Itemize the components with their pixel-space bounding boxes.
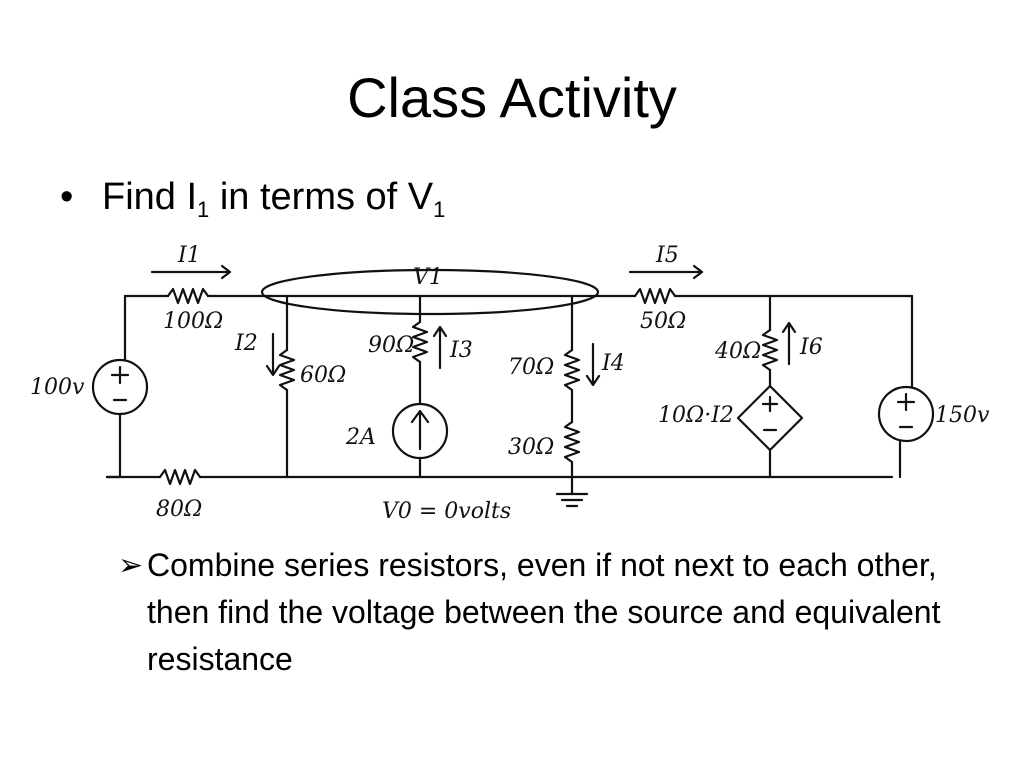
voltage-source-100v xyxy=(91,358,149,416)
arrow-i6 xyxy=(781,321,797,366)
label-i4: I4 xyxy=(601,351,625,376)
label-i1: I1 xyxy=(177,243,201,268)
resistor-30 xyxy=(563,420,581,464)
label-30ohm: 30Ω xyxy=(508,435,554,460)
resistor-50 xyxy=(633,287,677,305)
bullet-item: •Find I1 in terms of V1 xyxy=(60,172,445,235)
label-100ohm: 100Ω xyxy=(163,309,223,334)
label-90ohm: 90Ω xyxy=(368,333,414,358)
label-dependent-source: 10Ω·I2 xyxy=(658,403,734,428)
label-v1: V1 xyxy=(413,265,443,290)
circuit-diagram: I1 V1 I5 100Ω 50Ω I2 60Ω 90Ω I3 70Ω I4 4… xyxy=(30,243,990,524)
dep-plus-sign xyxy=(761,395,779,413)
label-70ohm: 70Ω xyxy=(508,355,554,380)
label-40ohm: 40Ω xyxy=(714,339,761,364)
label-v0: V0 = 0volts xyxy=(382,499,511,524)
sub-bullet-item: ➢ Combine series resistors, even if not … xyxy=(118,542,978,683)
resistor-40 xyxy=(761,328,779,372)
bullet-dot: • xyxy=(60,176,74,218)
wire-150-branch xyxy=(898,294,914,479)
label-60ohm: 60Ω xyxy=(300,363,346,388)
voltage-source-150v xyxy=(877,385,935,443)
bullet-sub-b: 1 xyxy=(433,197,446,222)
label-i6: I6 xyxy=(799,335,823,360)
current-source-arrow xyxy=(410,409,430,451)
slide-title: Class Activity xyxy=(347,66,677,129)
resistor-80 xyxy=(158,468,202,486)
arrow-i4 xyxy=(585,342,601,387)
arrow-i3 xyxy=(432,325,448,370)
label-150v: 150v xyxy=(935,403,990,428)
arrow-bullet-icon: ➢ xyxy=(118,549,144,582)
arrow-i5 xyxy=(628,264,704,280)
arrow-i2 xyxy=(265,332,281,377)
label-i5: I5 xyxy=(655,243,679,268)
dependent-voltage-source xyxy=(736,384,804,452)
plus-sign xyxy=(110,365,130,385)
resistor-100 xyxy=(166,287,210,305)
resistor-60 xyxy=(278,348,296,392)
label-i2: I2 xyxy=(234,331,258,356)
arrow-i1 xyxy=(150,264,232,280)
v1-node-ellipse xyxy=(260,268,600,316)
bullet-text-a: Find I xyxy=(102,176,198,218)
label-i3: I3 xyxy=(449,338,473,363)
plus-sign xyxy=(896,392,916,412)
ground-symbol xyxy=(555,492,589,508)
resistor-70 xyxy=(563,348,581,392)
label-2a: 2A xyxy=(345,425,376,450)
resistor-90 xyxy=(411,320,429,364)
sub-bullet-text: Combine series resistors, even if not ne… xyxy=(147,547,941,677)
label-50ohm: 50Ω xyxy=(640,309,686,334)
label-100v: 100v xyxy=(30,375,85,400)
bullet-sub-a: 1 xyxy=(197,197,210,222)
current-source-2a xyxy=(391,402,449,460)
label-80ohm: 80Ω xyxy=(156,497,202,522)
bullet-text-b: in terms of V xyxy=(209,176,434,218)
wire-left xyxy=(105,294,127,479)
